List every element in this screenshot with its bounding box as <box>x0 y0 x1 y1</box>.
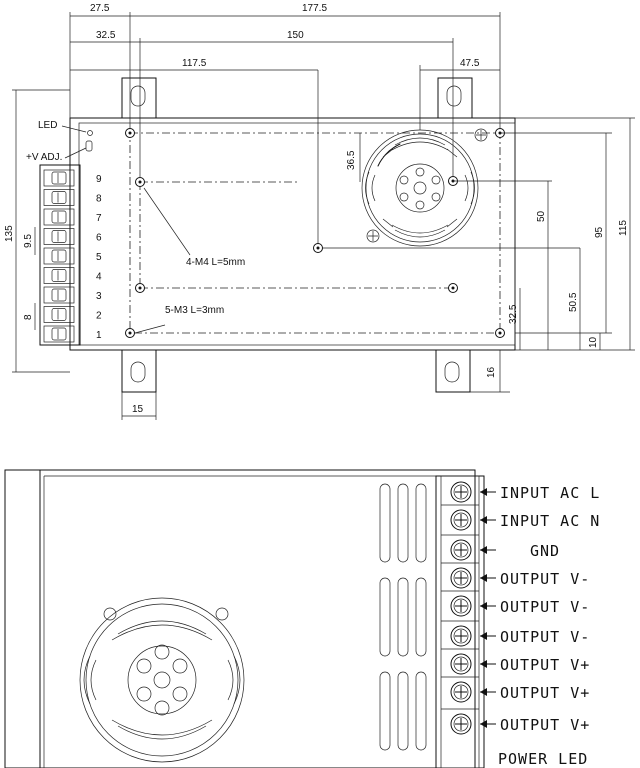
terminal-screw-icon <box>450 595 472 617</box>
terminal-block-side <box>435 475 485 768</box>
mounting-tab-top-right <box>437 77 473 119</box>
mounting-slot <box>130 85 146 107</box>
vadj-label: +V ADJ. <box>26 152 62 163</box>
dim-9-5: 9.5 <box>23 234 34 248</box>
terminal-screw-top <box>43 189 75 206</box>
terminal-screw-icon <box>450 509 472 531</box>
screw-hole-center <box>316 246 320 250</box>
dim-50-5: 50.5 <box>568 292 579 312</box>
screw-hole-center <box>138 180 142 184</box>
dim-135: 135 <box>4 225 15 242</box>
vadj-trimmer-icon <box>85 140 93 152</box>
terminal-screw-icon <box>450 567 472 589</box>
mounting-slot <box>130 361 146 383</box>
terminal-screw-top <box>43 325 75 343</box>
psu-side-outline <box>4 469 476 768</box>
dim-150: 150 <box>287 30 304 41</box>
terminal-label: OUTPUT V+ <box>500 684 590 702</box>
terminal-screw-icon <box>450 653 472 675</box>
terminal-number: 8 <box>96 194 102 205</box>
terminal-number: 2 <box>96 311 102 322</box>
mounting-slot <box>446 85 462 107</box>
dim-32-5: 32.5 <box>96 30 116 41</box>
terminal-number: 7 <box>96 213 102 224</box>
terminal-number: 6 <box>96 233 102 244</box>
dim-47-5: 47.5 <box>460 58 480 69</box>
m4-screw-label: 4-M4 L=5mm <box>186 257 245 268</box>
terminal-screw-icon <box>450 481 472 503</box>
terminal-screw-top <box>43 228 75 245</box>
terminal-number: 4 <box>96 272 102 283</box>
terminal-screw-top <box>43 169 75 187</box>
dim-95: 95 <box>594 226 605 238</box>
dim-32-5-right: 32.5 <box>508 304 519 324</box>
dim-177-5: 177.5 <box>302 3 327 14</box>
vent-slots <box>379 483 427 751</box>
terminal-screw-icon <box>450 681 472 703</box>
screw-hole-center <box>451 286 455 290</box>
terminal-label: OUTPUT V- <box>500 598 590 616</box>
terminal-screw-top <box>43 306 75 323</box>
fan-grille-icon <box>361 128 488 247</box>
dim-8: 8 <box>23 314 34 320</box>
terminal-screw-icon <box>450 539 472 561</box>
led-indicator-icon <box>87 130 93 136</box>
terminal-label: OUTPUT V- <box>500 628 590 646</box>
screw-hole-center <box>138 286 142 290</box>
mounting-tab-bottom-left <box>121 349 157 393</box>
terminal-label: OUTPUT V+ <box>500 656 590 674</box>
terminal-label: OUTPUT V+ <box>500 716 590 734</box>
mounting-slot <box>444 361 460 383</box>
terminal-number: 5 <box>96 252 102 263</box>
power-led-label: POWER LED <box>498 750 588 768</box>
fan-grille-icon <box>79 597 245 763</box>
m3-screw-label: 5-M3 L=3mm <box>165 305 224 316</box>
dim-36-5: 36.5 <box>346 150 357 170</box>
psu-body-inner <box>78 122 516 346</box>
dim-15: 15 <box>132 404 144 415</box>
terminal-number: 1 <box>96 330 102 341</box>
side-view: INPUT AC L INPUT AC N GND OUTPUT V- OUTPUT V… <box>4 469 600 768</box>
mounting-tab-bottom-right <box>435 349 471 393</box>
terminal-number: 9 <box>96 174 102 185</box>
terminal-labels: INPUT AC L INPUT AC N GND OUTPUT V- OUTPUT V… <box>480 484 600 734</box>
dim-117-5: 117.5 <box>182 58 207 69</box>
terminal-label: INPUT AC L <box>500 484 600 502</box>
terminal-screw-icon <box>450 713 472 735</box>
terminal-block-top: 9 8 7 6 5 4 3 2 1 <box>39 164 102 346</box>
terminal-label: GND <box>530 542 560 560</box>
terminal-label: OUTPUT V- <box>500 570 590 588</box>
dim-10: 10 <box>588 336 599 348</box>
dim-50: 50 <box>536 210 547 222</box>
terminal-screw-top <box>43 286 75 304</box>
screw-hole-center <box>128 131 132 135</box>
terminal-screw-top <box>43 247 75 265</box>
terminal-screw-top <box>43 208 75 226</box>
screw-hole-center <box>498 331 502 335</box>
led-label: LED <box>38 120 57 131</box>
terminal-screw-top <box>43 267 75 284</box>
screw-holes <box>125 128 505 338</box>
dim-115: 115 <box>618 220 629 236</box>
screw-hole-center <box>128 331 132 335</box>
dimension-lines <box>12 12 635 420</box>
dim-16: 16 <box>486 366 497 378</box>
terminal-screw-icon <box>450 625 472 647</box>
dim-27-5: 27.5 <box>90 3 110 14</box>
screw-pattern-outline <box>129 132 501 334</box>
terminal-number: 3 <box>96 291 102 302</box>
mounting-tab-top-left <box>121 77 157 119</box>
top-view: 9 8 7 6 5 4 3 2 1 <box>4 3 635 420</box>
terminal-label: INPUT AC N <box>500 512 600 530</box>
